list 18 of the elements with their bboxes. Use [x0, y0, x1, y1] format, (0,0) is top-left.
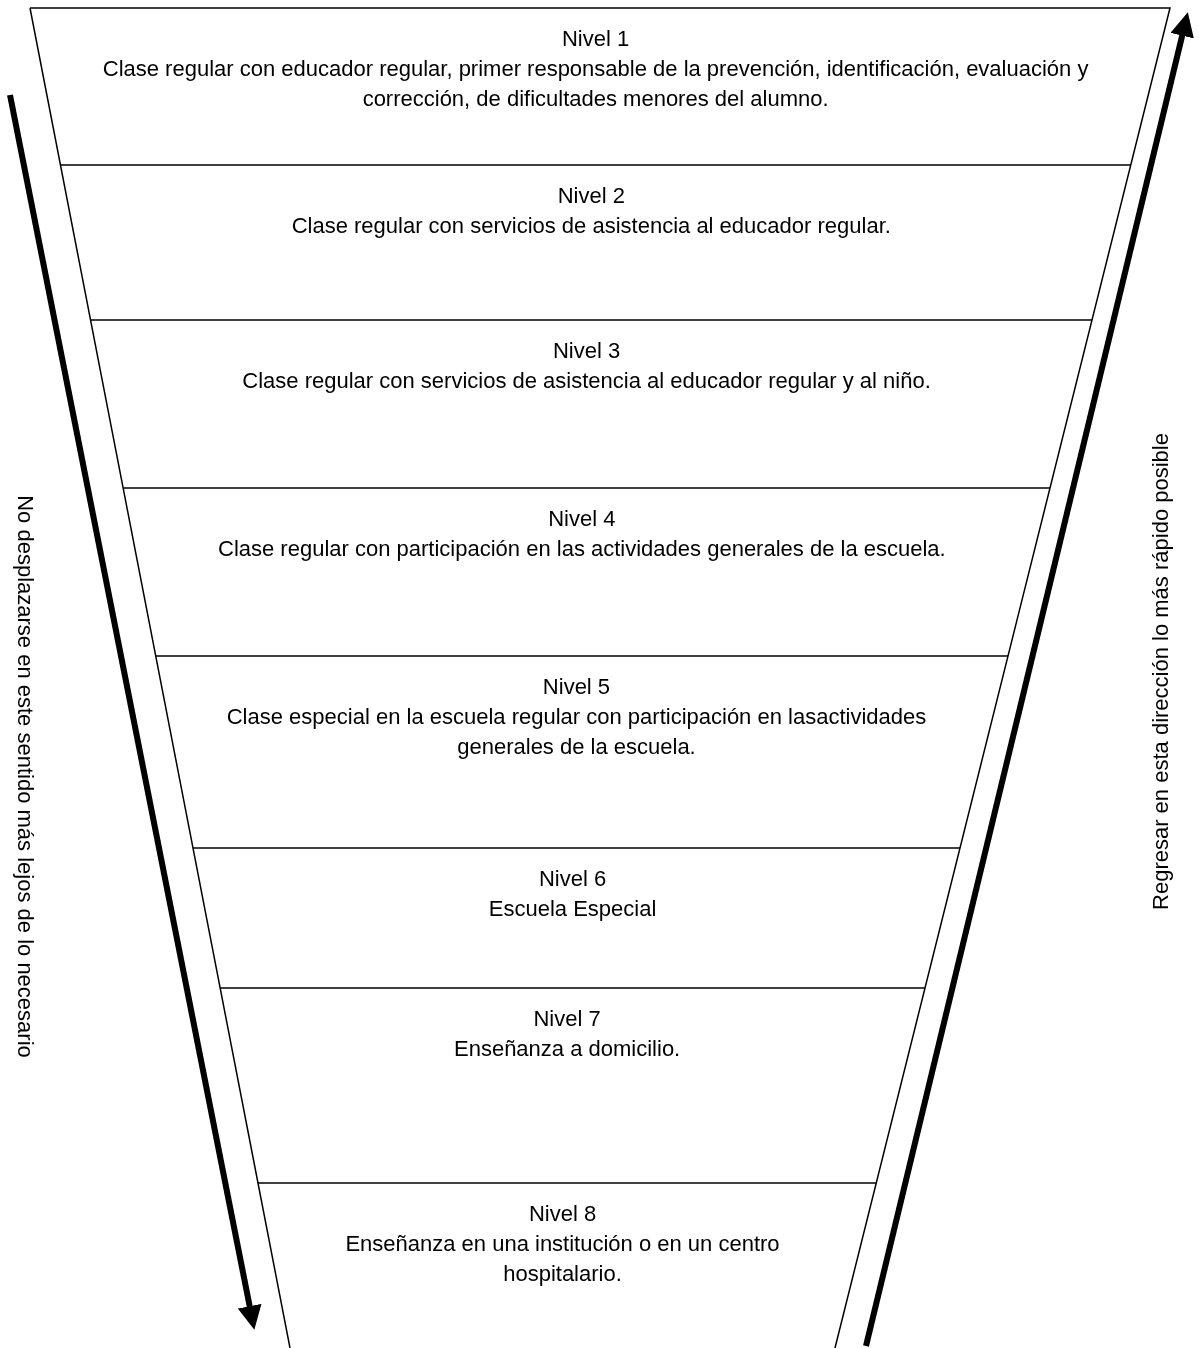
- level-description: Clase regular con servicios de asistencia al educador regular.: [291, 212, 891, 240]
- level-title: Nivel 4: [548, 505, 616, 533]
- level-title: Nivel 6: [538, 865, 607, 893]
- level-description: Enseñanza en una institución o en un centro hospitalario.: [344, 1230, 781, 1288]
- level-description: Clase regular con educador regular, primer responsable de la prevención, identificación, evaluación y corrección, de dificultades menores del alumno.: [101, 55, 1090, 113]
- level-title: Nivel 7: [533, 1005, 601, 1033]
- level-title: Nivel 8: [528, 1200, 597, 1228]
- level-title: Nivel 2: [557, 182, 625, 210]
- level-description: Clase regular con servicios de asistencia al educador regular y al niño.: [242, 367, 931, 395]
- vertical-note: Regresar en esta dirección lo más rápido posible: [1146, 432, 1174, 912]
- vertical-note: No desplazarse en este sentido más lejos de lo necesario: [11, 494, 39, 1060]
- level-description: Clase especial en la escuela regular con participación en lasactividades generales de la escuela.: [225, 703, 928, 761]
- level-description: Enseñanza a domicilio.: [454, 1035, 681, 1063]
- level-title: Nivel 3: [552, 337, 621, 365]
- level-description: Escuela Especial: [488, 895, 657, 923]
- level-title: Nivel 5: [542, 673, 611, 701]
- level-description: Clase regular con participación en las actividades generales de la escuela.: [218, 535, 946, 563]
- level-title: Nivel 1: [561, 25, 630, 53]
